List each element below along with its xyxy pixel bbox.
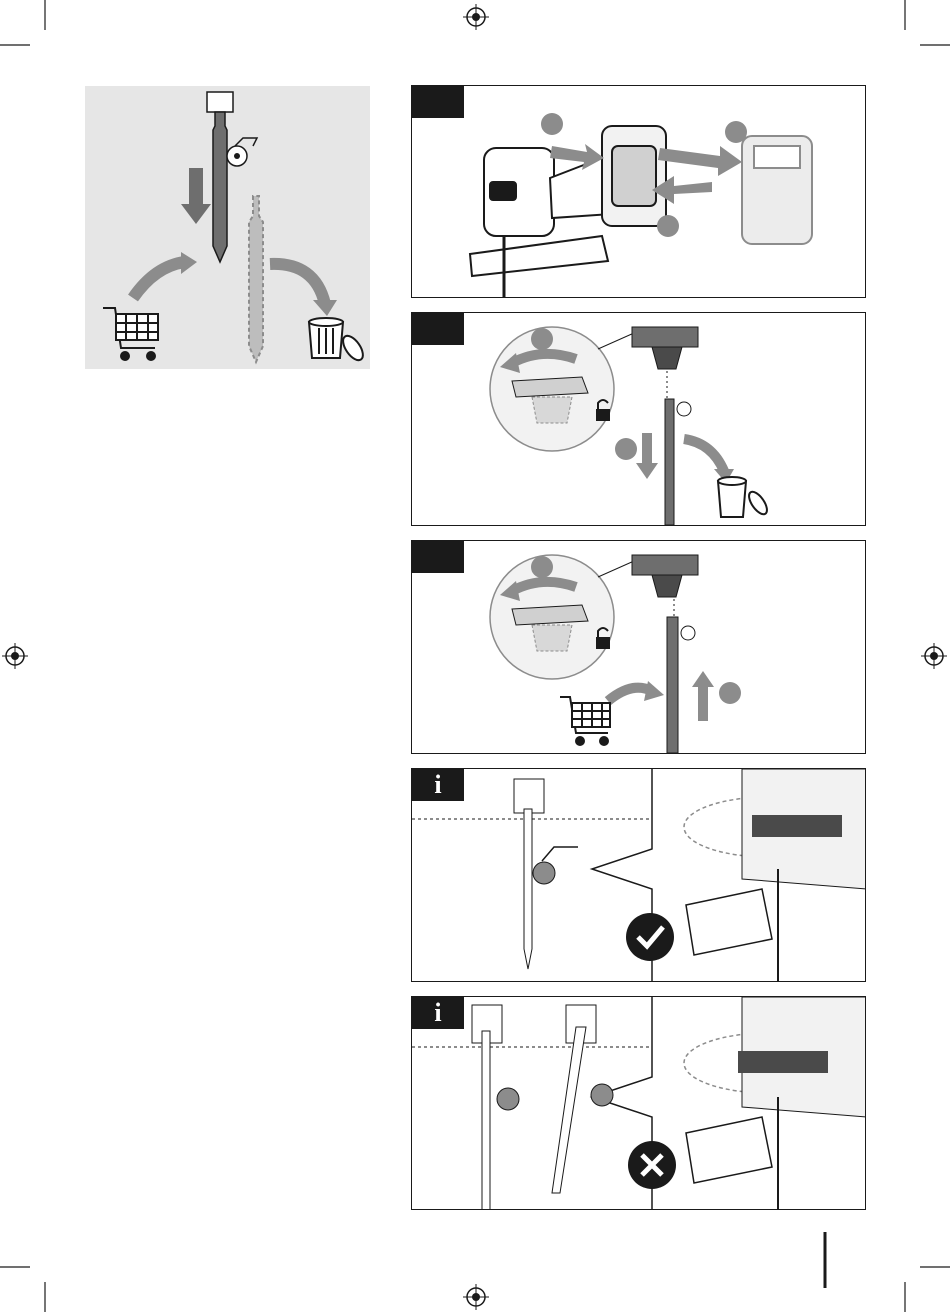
panel-remove-blade xyxy=(411,312,866,526)
saw-blade-icon xyxy=(524,809,532,969)
jigsaw-icon xyxy=(470,148,612,298)
blade-clamp-icon xyxy=(227,138,257,166)
info-tag: i xyxy=(412,997,464,1029)
shopping-cart-icon xyxy=(103,308,158,360)
registration-mark-icon xyxy=(921,643,947,669)
saw-blade-icon xyxy=(207,92,233,262)
panel-info-correct: i xyxy=(411,768,866,982)
trash-can-icon xyxy=(309,318,367,363)
shopping-cart-icon xyxy=(560,697,610,745)
trash-can-icon xyxy=(718,477,770,517)
step-tag xyxy=(412,313,464,345)
check-icon xyxy=(626,913,674,961)
registration-mark-icon xyxy=(463,1284,489,1310)
step-tag xyxy=(412,541,464,573)
panel-remove-battery xyxy=(411,85,866,298)
battery-icon xyxy=(602,126,666,226)
registration-mark-icon xyxy=(463,4,489,30)
overview-panel xyxy=(85,86,370,369)
registration-mark-icon xyxy=(2,643,28,669)
info-tag: i xyxy=(412,769,464,801)
cross-icon xyxy=(628,1141,676,1189)
panel-info-wrong: i xyxy=(411,996,866,1210)
blade-clamp-icon xyxy=(533,847,578,884)
battery-icon xyxy=(742,136,812,244)
panel-insert-blade xyxy=(411,540,866,754)
step-tag xyxy=(412,86,464,118)
